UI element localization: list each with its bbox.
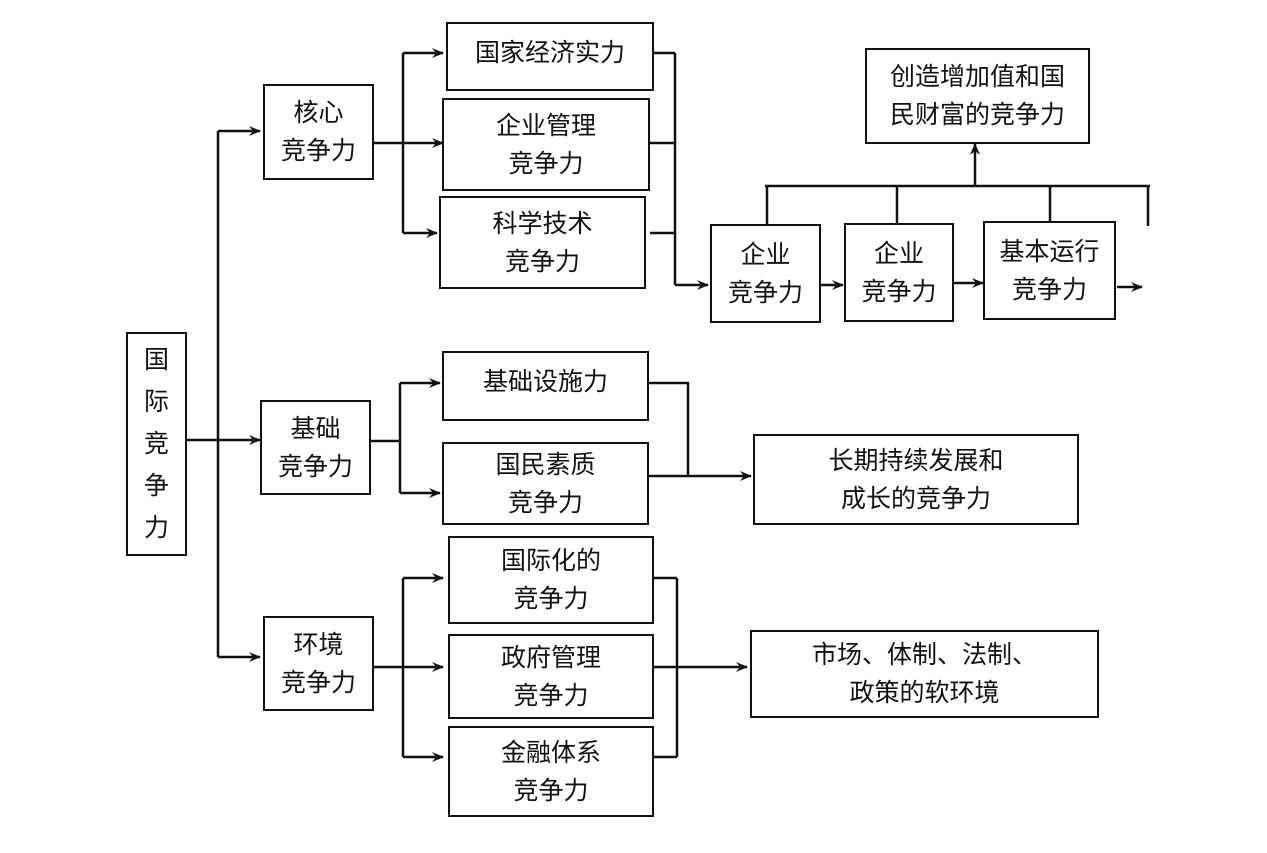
root-line: 竞 [143, 429, 169, 458]
sustainable-line-2: 成长的竞争力 [840, 483, 991, 513]
wealth-line-1: 创造增加值和国 [889, 62, 1065, 91]
environment-competitiveness: 环境 竞争力 [263, 616, 374, 711]
basic-operation-competitiveness: 基本运行 竞争力 [983, 221, 1116, 320]
international-line-2: 竞争力 [513, 584, 589, 613]
core-competitiveness: 核心 竞争力 [263, 84, 374, 180]
science-line-2: 竞争力 [504, 246, 580, 276]
value-added-wealth-competitiveness: 创造增加值和国 民财富的竞争力 [865, 48, 1090, 144]
citizen-quality-competitiveness: 国民素质 竞争力 [442, 442, 649, 525]
government-line-2: 竞争力 [513, 680, 589, 710]
management-line-1: 企业管理 [495, 110, 596, 140]
soft-env-line-1: 市场、体制、法制、 [811, 640, 1037, 669]
core-line-1: 核心 [293, 98, 344, 127]
root-line: 国 [143, 345, 169, 374]
sustainable-line-1: 长期持续发展和 [828, 445, 1004, 475]
soft-env-line-2: 政策的软环境 [849, 678, 1000, 707]
finance-line-1: 金融体系 [500, 737, 601, 767]
operation-line-1: 基本运行 [999, 236, 1100, 266]
root-line: 争 [143, 471, 169, 500]
management-line-2: 竞争力 [508, 148, 584, 178]
quality-line-2: 竞争力 [507, 487, 583, 517]
economy-line-1: 国家经济实力 [474, 38, 625, 67]
basic-line-1: 基础 [290, 413, 341, 443]
root-line: 际 [143, 387, 169, 416]
operation-line-2: 竞争力 [1011, 274, 1087, 304]
enterprise-competitiveness-1: 企业 竞争力 [710, 224, 821, 323]
science-line-1: 科学技术 [492, 208, 593, 238]
soft-environment: 市场、体制、法制、 政策的软环境 [750, 630, 1099, 718]
basic-line-2: 竞争力 [277, 451, 353, 481]
government-management-competitiveness: 政府管理 竞争力 [448, 634, 654, 719]
international-line-1: 国际化的 [500, 546, 601, 575]
root-line: 力 [143, 513, 169, 542]
government-line-1: 政府管理 [500, 642, 601, 672]
core-line-2: 竞争力 [280, 136, 356, 165]
enterprise2-line-1: 企业 [873, 238, 924, 268]
enterprise-management-competitiveness: 企业管理 竞争力 [442, 98, 650, 191]
root-international-competitiveness: 国 际 竞 争 力 [126, 332, 187, 556]
env-line-1: 环境 [293, 629, 344, 659]
science-technology-competitiveness: 科学技术 竞争力 [439, 196, 646, 289]
infrastructure-strength: 基础设施力 [442, 351, 649, 421]
financial-system-competitiveness: 金融体系 竞争力 [448, 726, 654, 817]
national-economic-strength: 国家经济实力 [446, 22, 654, 91]
enterprise2-line-2: 竞争力 [861, 276, 937, 306]
sustainable-development-competitiveness: 长期持续发展和 成长的竞争力 [753, 434, 1079, 525]
env-line-2: 竞争力 [280, 667, 356, 697]
wealth-line-2: 民财富的竞争力 [889, 100, 1065, 129]
basic-competitiveness: 基础 竞争力 [260, 400, 371, 495]
enterprise1-line-1: 企业 [740, 239, 791, 269]
infrastructure-line-1: 基础设施力 [482, 367, 608, 396]
merge-infrastructure [648, 381, 690, 476]
internationalization-competitiveness: 国际化的 竞争力 [448, 536, 654, 624]
enterprise1-line-2: 竞争力 [727, 277, 803, 307]
finance-line-2: 竞争力 [513, 775, 589, 805]
quality-line-1: 国民素质 [495, 449, 596, 479]
enterprise-competitiveness-2: 企业 竞争力 [844, 223, 954, 322]
